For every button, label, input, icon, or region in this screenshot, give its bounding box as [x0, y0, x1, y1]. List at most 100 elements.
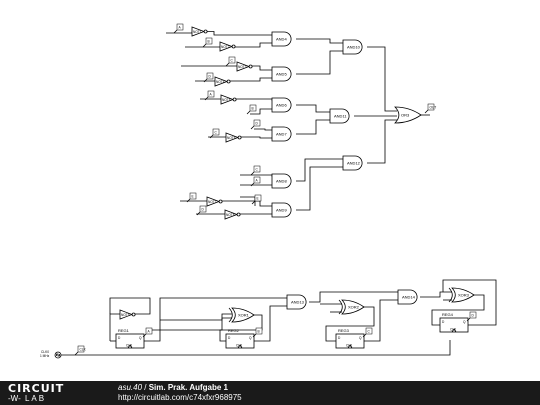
and-gate-12: AND12: [342, 155, 363, 171]
input-flag-7: D: [250, 119, 261, 130]
wire: [206, 31, 272, 36]
wire: [234, 42, 272, 48]
flag-label: OUT: [430, 106, 437, 110]
clock-wave-icon: [56, 353, 60, 357]
circuit-title-line: asu.40 / Sim. Prak. Aufgabe 1: [118, 383, 228, 393]
flag-label: C: [215, 131, 218, 135]
wire: [296, 119, 330, 135]
resistor-icon: -W-: [8, 394, 21, 403]
flag-stem: [173, 29, 178, 34]
wire: [166, 31, 193, 34]
circuitlab-logo[interactable]: CIRCUIT -W- LAB: [8, 383, 92, 403]
and-gate-body: [397, 289, 418, 305]
or-gate-body: [231, 307, 255, 323]
gate-label: NOT2: [221, 45, 230, 49]
and-gate-body: [271, 126, 292, 142]
flag-stem: [225, 62, 230, 67]
xor-arc: [448, 287, 453, 303]
wire: [296, 104, 330, 113]
flag-stem: [466, 317, 471, 322]
xor-gate-2: XOR2: [338, 299, 365, 315]
wire: [296, 50, 343, 75]
flag-label: D: [202, 208, 205, 212]
input-flag-9: A: [250, 176, 261, 187]
register-label: REG4: [442, 312, 454, 317]
not-gate-body: [219, 41, 234, 52]
wire: [296, 166, 343, 211]
register-output-flag: D: [466, 311, 477, 322]
not-gate-body: [224, 209, 239, 220]
gate-label: XOR3: [458, 293, 470, 298]
wire: [367, 46, 397, 112]
gate-label: NOT7: [208, 200, 217, 204]
gate-label: AND8: [276, 179, 287, 184]
gate-label: NOT3: [238, 65, 247, 69]
flag-box: [254, 194, 262, 202]
not-gate-body: [220, 94, 235, 105]
flag-label: A: [256, 179, 259, 183]
flag-stem: [250, 182, 255, 187]
input-flag-5: B: [246, 104, 257, 115]
inversion-bubble: [231, 44, 236, 49]
input-flag-6: C: [209, 128, 220, 139]
clock-edge-icon: [347, 344, 353, 349]
not-gate-4: NOT4: [214, 76, 231, 87]
gate-label: NOT6: [227, 136, 236, 140]
flag-stem: [251, 200, 256, 205]
author-link[interactable]: asu.40: [118, 383, 143, 392]
flag-label: D: [256, 122, 259, 126]
not-gate-8: NOT8: [224, 209, 241, 220]
circuit-url-link[interactable]: http://circuitlab.com/c74xfxr968975: [118, 393, 242, 402]
flag-label: C: [256, 168, 259, 172]
flag-label: B: [258, 330, 260, 334]
flag-box: [469, 311, 477, 319]
inversion-bubble: [218, 199, 223, 204]
register-body: [115, 333, 145, 349]
flag-box: [77, 345, 85, 353]
and-gate-14: AND14: [397, 289, 418, 305]
flag-label: A: [179, 26, 182, 30]
register-output-flag: C: [362, 327, 373, 338]
gate-label: AND9: [276, 208, 287, 213]
flag-label: B: [208, 40, 210, 44]
flag-box: [365, 327, 373, 335]
wire: [420, 291, 452, 298]
not-gate-5: NOT5: [220, 94, 237, 105]
wire: [221, 200, 272, 207]
and-gate-body: [271, 202, 292, 218]
inversion-bubble: [203, 29, 208, 34]
wire: [296, 38, 343, 44]
register-d-pin: D: [442, 320, 445, 324]
register-output-flag: A: [142, 327, 153, 338]
wire: [367, 119, 397, 164]
input-flag-0: A: [173, 23, 184, 34]
flag-stem: [246, 110, 251, 115]
and-gate-body: [271, 173, 292, 189]
not-gate-body: [214, 76, 229, 87]
wires: [61, 31, 497, 356]
and-gate-8: AND8: [271, 173, 292, 189]
wire: [61, 340, 451, 356]
flag-stem: [252, 333, 257, 338]
register-label: REG3: [338, 328, 350, 333]
flag-stem: [203, 78, 208, 83]
clock-edge-icon: [451, 328, 457, 333]
logo-bottom: -W- LAB: [8, 394, 46, 403]
clock-flag: CLK: [74, 345, 87, 356]
register-body: [335, 333, 365, 349]
flag-box: [253, 119, 261, 127]
register-label: REG2: [228, 328, 240, 333]
wire: [160, 313, 232, 321]
flag-stem: [74, 351, 79, 356]
inversion-bubble: [237, 135, 242, 140]
gate-label: AND7: [276, 132, 287, 137]
flag-label: C: [368, 330, 371, 334]
flag-box: [189, 192, 197, 200]
output-flag: OUT: [424, 103, 437, 114]
flag-box: [205, 37, 213, 45]
or-gate-body: [341, 299, 365, 315]
